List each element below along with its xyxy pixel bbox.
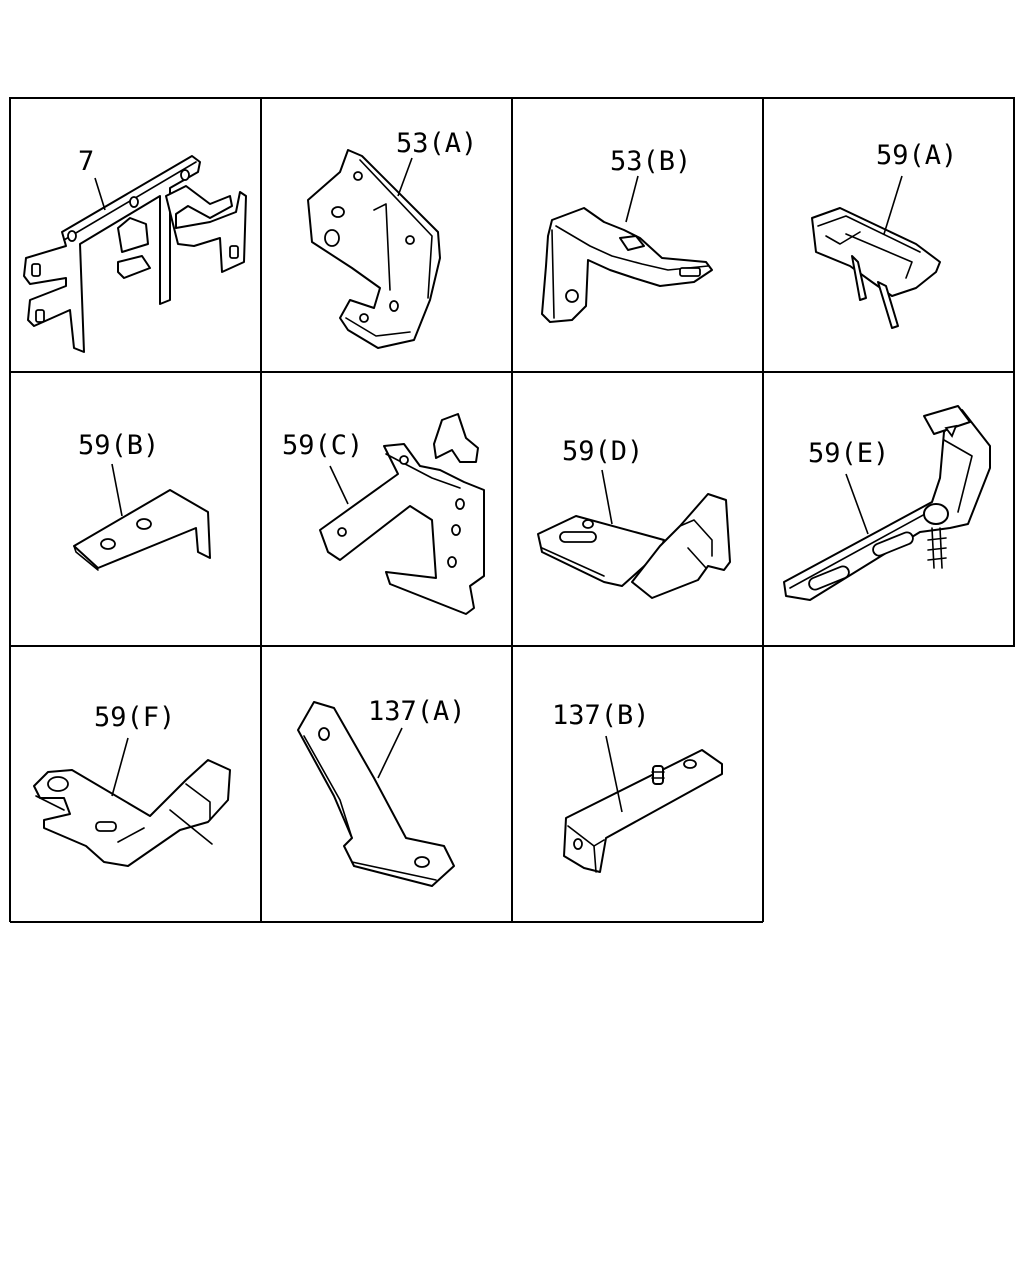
part-cell-59a[interactable]: 59(A) bbox=[811, 140, 957, 329]
part-label-53a: 53(A) bbox=[396, 128, 477, 159]
leader-line-59a bbox=[883, 175, 903, 235]
leader-line-59d bbox=[601, 469, 613, 525]
part-label-53b: 53(B) bbox=[610, 146, 691, 177]
part-label-59d: 59(D) bbox=[562, 436, 643, 467]
bracket-59c-drawing bbox=[319, 413, 485, 615]
bracket-59f-drawing bbox=[33, 759, 231, 867]
bracket-59a-drawing bbox=[811, 207, 941, 329]
leader-line-59c bbox=[329, 465, 349, 505]
part-cell-59b[interactable]: 59(B) bbox=[73, 430, 211, 571]
part-cell-59f[interactable]: 59(F) bbox=[33, 702, 231, 867]
grid-frame bbox=[9, 97, 1015, 923]
part-label-59b: 59(B) bbox=[78, 430, 159, 461]
part-cell-59c[interactable]: 59(C) bbox=[282, 413, 485, 615]
bracket-59e-drawing bbox=[783, 405, 991, 601]
bracket-53a-drawing bbox=[307, 149, 441, 349]
leader-line-59e bbox=[845, 473, 869, 535]
leader-line-59b bbox=[111, 463, 123, 517]
leader-line-59f bbox=[111, 737, 129, 797]
part-label-59a: 59(A) bbox=[876, 140, 957, 171]
leader-line-53a bbox=[397, 157, 413, 197]
part-cell-137b[interactable]: 137(B) bbox=[552, 700, 723, 873]
part-label-59e: 59(E) bbox=[808, 438, 889, 469]
part-label-137b: 137(B) bbox=[552, 700, 650, 731]
part-label-59f: 59(F) bbox=[94, 702, 175, 733]
part-cell-137a[interactable]: 137(A) bbox=[297, 696, 466, 887]
part-cell-7[interactable]: 7 bbox=[23, 146, 247, 353]
part-cell-53b[interactable]: 53(B) bbox=[541, 146, 713, 323]
leader-line-53b bbox=[625, 175, 639, 223]
part-cell-53a[interactable]: 53(A) bbox=[307, 128, 477, 349]
part-cell-59d[interactable]: 59(D) bbox=[537, 436, 731, 599]
bracket-59d-drawing bbox=[537, 493, 731, 599]
part-label-137a: 137(A) bbox=[368, 696, 466, 727]
leader-line-7 bbox=[94, 177, 106, 211]
bracket-53b-drawing bbox=[541, 207, 713, 323]
part-label-7: 7 bbox=[78, 146, 94, 177]
bracket-137b-drawing bbox=[563, 749, 723, 873]
leader-line-137b bbox=[605, 735, 623, 813]
bracket-137a-drawing bbox=[297, 701, 455, 887]
bracket-7-drawing bbox=[23, 155, 247, 353]
leader-line-137a bbox=[377, 727, 403, 779]
part-cell-59e[interactable]: 59(E) bbox=[783, 405, 991, 601]
part-label-59c: 59(C) bbox=[282, 430, 363, 461]
bracket-59b-drawing bbox=[73, 489, 211, 571]
